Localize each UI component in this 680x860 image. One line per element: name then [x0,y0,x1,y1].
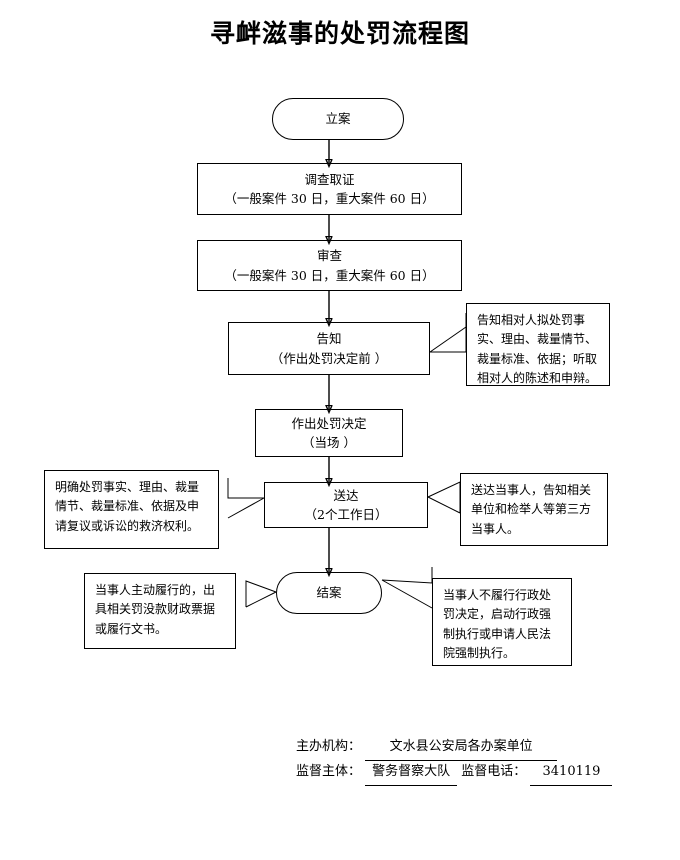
node-notify[interactable]: 告知 （作出处罚决定前 ） [228,322,430,375]
node-investigate-sublabel: （一般案件 30 日，重大案件 60 日） [224,191,435,206]
node-review[interactable]: 审查 （一般案件 30 日，重大案件 60 日） [197,240,462,291]
footer-supervisor-row: 监督主体： 警务督察大队 监督电话： 3410119 [296,761,613,786]
footer-supervisor-label: 监督主体： [296,763,362,779]
node-decision-sublabel: （当场 ） [302,435,356,450]
callout-serve-right: 送达当事人，告知相关单位和检举人等第三方当事人。 [460,473,608,546]
page-title: 寻衅滋事的处罚流程图 [209,19,470,48]
node-close[interactable]: 结案 [276,572,382,614]
node-investigate[interactable]: 调查取证 （一般案件 30 日，重大案件 60 日） [197,163,462,215]
node-notify-sublabel: （作出处罚决定前 ） [270,350,388,366]
footer-org-value: 文水县公安局各办案单位 [365,736,558,761]
node-start-label: 立案 [325,111,351,127]
callout-close-right: 当事人不履行行政处罚决定，启动行政强制执行或申请人民法院强制执行。 [432,578,572,666]
callout-notify-right: 告知相对人拟处罚事实、理由、裁量情节、裁量标准、依据；听取相对人的陈述和申辩。 [466,303,610,386]
node-decision-label: 作出处罚决定 [291,415,367,431]
callout-close-left: 当事人主动履行的，出具相关罚没款财政票据或履行文书。 [84,573,236,649]
node-review-sublabel: （一般案件 30 日，重大案件 60 日） [224,267,435,283]
node-decision[interactable]: 作出处罚决定 （当场 ） [255,409,403,457]
node-close-label: 结案 [316,585,342,601]
footer-org-label: 主办机构： [296,739,362,754]
footer-phone-value: 3410119 [530,761,613,786]
node-serve-label: 送达 [333,487,359,503]
node-investigate-label: 调查取证 [304,171,355,187]
footer-supervisor-value: 警务督察大队 [365,761,458,786]
footer-org-row: 主办机构： 文水县公安局各办案单位 [296,736,612,761]
footer-phone-label: 监督电话： [461,763,527,779]
footer: 主办机构： 文水县公安局各办案单位 监督主体： 警务督察大队 监督电话： 341… [296,736,613,786]
node-start[interactable]: 立案 [272,98,404,140]
node-serve-sublabel: （2个工作日） [304,507,388,522]
callout-serve-left: 明确处罚事实、理由、裁量情节、裁量标准、依据及申请复议或诉讼的救济权利。 [44,470,219,549]
node-review-label: 审查 [316,248,342,264]
node-notify-label: 告知 [316,331,342,347]
node-serve[interactable]: 送达 （2个工作日） [264,482,428,528]
